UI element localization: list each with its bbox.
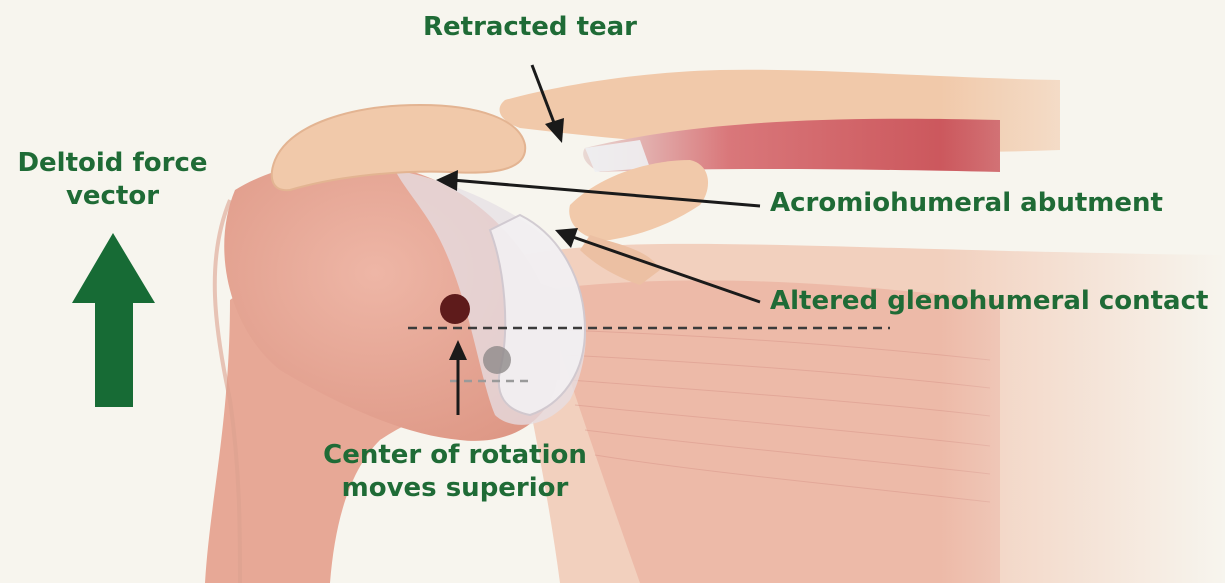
center-of-rotation-old — [483, 346, 511, 374]
deltoid-force-line1: Deltoid force — [0, 147, 225, 180]
glenohumeral-label: Altered glenohumeral contact — [770, 285, 1208, 318]
deltoid-force-label: Deltoid force vector — [0, 147, 225, 213]
center-of-rotation-line1: Center of rotation — [300, 439, 610, 472]
center-of-rotation-label: Center of rotation moves superior — [300, 439, 610, 505]
deltoid-arrow-icon — [72, 233, 155, 407]
retracted-tear-label: Retracted tear — [395, 11, 665, 44]
center-of-rotation-line2: moves superior — [300, 472, 610, 505]
center-of-rotation-new — [440, 294, 470, 324]
deltoid-force-line2: vector — [0, 180, 225, 213]
acromiohumeral-label: Acromiohumeral abutment — [770, 187, 1163, 220]
